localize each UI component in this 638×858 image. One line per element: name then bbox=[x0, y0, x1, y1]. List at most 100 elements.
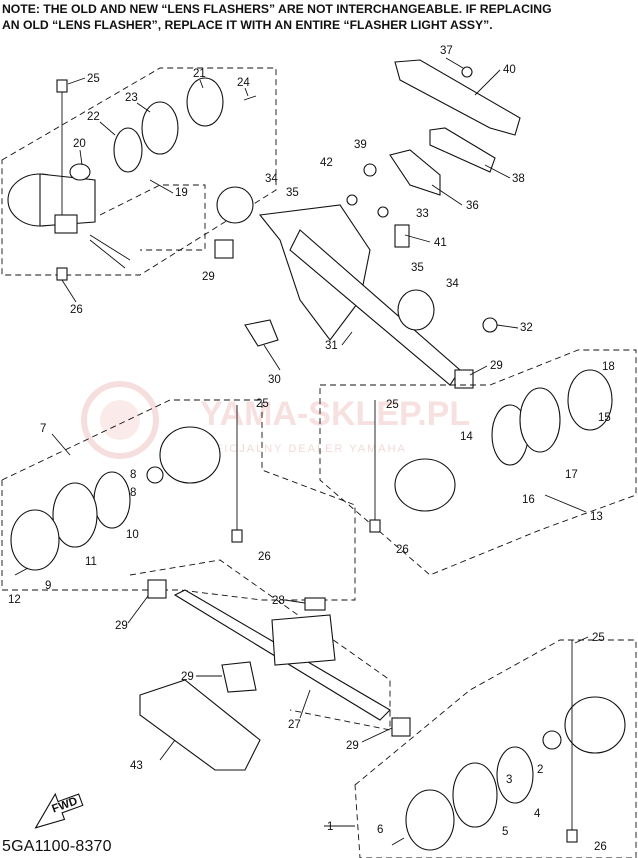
grommet-29b-shape bbox=[454, 369, 474, 389]
screw-6-shape bbox=[391, 837, 405, 846]
leader-lines bbox=[51, 57, 589, 827]
clamp-29e-shape bbox=[221, 661, 257, 693]
lens-15-shape bbox=[567, 369, 613, 431]
cover-34b-shape bbox=[397, 289, 435, 331]
callout-3: 3 bbox=[506, 774, 512, 786]
note-line-1: NOTE: THE OLD AND NEW “LENS FLASHERS” AR… bbox=[2, 2, 552, 16]
group-outline-27 bbox=[129, 559, 391, 731]
callout-6: 6 bbox=[377, 824, 383, 836]
callout-22: 22 bbox=[87, 111, 100, 123]
callout-34: 34 bbox=[446, 278, 459, 290]
callout-28: 28 bbox=[272, 595, 285, 607]
group-outline-19 bbox=[1, 67, 277, 276]
callout-25: 25 bbox=[592, 632, 605, 644]
callout-25: 25 bbox=[87, 73, 100, 85]
callout-7: 7 bbox=[40, 423, 46, 435]
callout-38: 38 bbox=[512, 173, 525, 185]
callout-19: 19 bbox=[175, 187, 188, 199]
lens-3-shape bbox=[405, 789, 455, 851]
gasket-22-shape bbox=[113, 127, 143, 173]
callout-43: 43 bbox=[130, 760, 143, 772]
flasher-housing-shape-rr bbox=[564, 696, 626, 754]
diagram-code: 5GA1100-8370 bbox=[2, 838, 112, 855]
callout-34: 34 bbox=[265, 173, 278, 185]
callout-9: 9 bbox=[45, 580, 51, 592]
nut-39-shape bbox=[363, 163, 377, 177]
wire-lead-shape bbox=[89, 234, 131, 269]
rim-5-shape bbox=[452, 762, 498, 828]
watermark-logo-center-icon bbox=[100, 400, 140, 440]
main-bracket-31-shape bbox=[258, 204, 371, 341]
nut-26-rr-shape bbox=[566, 829, 578, 843]
callout-8: 8 bbox=[130, 487, 136, 499]
callout-26: 26 bbox=[396, 544, 409, 556]
license-bracket-40-shape bbox=[394, 59, 521, 136]
gasket-10-shape bbox=[93, 471, 131, 529]
grommet-29a-shape bbox=[214, 239, 234, 259]
rear-left-flasher-group bbox=[1, 399, 356, 601]
callout-15: 15 bbox=[598, 412, 611, 424]
callout-40: 40 bbox=[503, 64, 516, 76]
callout-12: 12 bbox=[8, 594, 21, 606]
callout-labels: 25 21 24 23 22 20 19 26 37 40 39 38 42 3… bbox=[8, 45, 615, 853]
callout-41: 41 bbox=[434, 237, 447, 249]
nut-26-shape bbox=[56, 267, 68, 281]
rim-23-shape bbox=[141, 101, 179, 155]
cover-34a-shape bbox=[216, 186, 254, 224]
lens-9-shape bbox=[10, 509, 60, 571]
callout-1: 1 bbox=[327, 821, 333, 833]
callout-35: 35 bbox=[286, 187, 299, 199]
grommet-29d-shape bbox=[391, 717, 411, 737]
bracket-assembly-group bbox=[214, 59, 521, 389]
rear-right-flasher-group bbox=[354, 639, 637, 858]
callout-13: 13 bbox=[590, 511, 603, 523]
callout-21: 21 bbox=[193, 68, 206, 80]
group-outline-13 bbox=[319, 349, 637, 576]
plate-38-shape bbox=[429, 127, 496, 173]
note-line-2: AN OLD “LENS FLASHER”, REPLACE IT WITH A… bbox=[2, 18, 493, 32]
bulb-2-shape bbox=[542, 730, 562, 750]
callout-8: 8 bbox=[130, 469, 136, 481]
callout-11: 11 bbox=[85, 556, 97, 568]
callout-29: 29 bbox=[202, 271, 215, 283]
screw-24-shape bbox=[243, 95, 257, 101]
watermark-tagline: OFICJALNY DEALER YAMAHA bbox=[205, 443, 407, 455]
callout-14: 14 bbox=[460, 431, 473, 443]
callout-4: 4 bbox=[534, 808, 541, 820]
callout-30: 30 bbox=[268, 374, 281, 386]
nut-26-l-shape bbox=[231, 529, 243, 543]
callout-17: 17 bbox=[565, 469, 578, 481]
front-left-flasher-group bbox=[1, 67, 277, 281]
cover-43-shape bbox=[139, 679, 261, 771]
stay-bracket-shape bbox=[271, 614, 336, 666]
bracket-36-shape bbox=[389, 149, 441, 196]
callout-29: 29 bbox=[115, 620, 128, 632]
callout-31: 31 bbox=[325, 340, 338, 352]
nut-42-shape bbox=[346, 194, 358, 206]
callout-24: 24 bbox=[237, 77, 250, 89]
bolt-33-shape bbox=[377, 206, 389, 218]
gasket-4-shape bbox=[496, 746, 534, 804]
callout-37: 37 bbox=[440, 45, 453, 57]
callout-29: 29 bbox=[346, 740, 359, 752]
callout-25: 25 bbox=[256, 398, 269, 410]
clamp-30-shape bbox=[244, 319, 279, 347]
flasher-housing-shape-r bbox=[394, 458, 456, 512]
callout-20: 20 bbox=[73, 138, 86, 150]
group-outline-7 bbox=[1, 399, 356, 601]
rear-stay-group bbox=[129, 559, 411, 771]
rim-11-shape bbox=[52, 482, 98, 548]
bulb-20-shape bbox=[69, 163, 91, 181]
flasher-housing-shape-l bbox=[159, 426, 221, 484]
subgroup-outline-19 bbox=[99, 184, 206, 251]
interchangeability-note: NOTE: THE OLD AND NEW “LENS FLASHERS” AR… bbox=[2, 1, 634, 33]
rim-17-shape bbox=[519, 387, 561, 453]
bulb-8-shape bbox=[146, 466, 164, 484]
bolt-28-shape bbox=[304, 597, 326, 611]
callout-16: 16 bbox=[522, 494, 535, 506]
callout-29: 29 bbox=[181, 671, 194, 683]
callout-25: 25 bbox=[386, 399, 399, 411]
callout-26: 26 bbox=[258, 551, 271, 563]
forward-arrow-icon bbox=[34, 792, 84, 829]
